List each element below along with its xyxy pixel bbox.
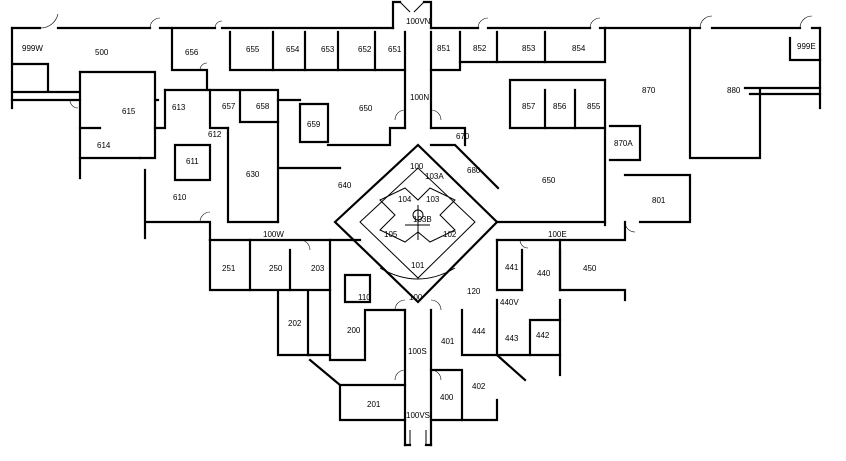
room-label-500: 500 [95, 48, 109, 57]
room-label-103: 103 [426, 195, 440, 204]
room-label-100n: 100N [410, 93, 429, 102]
room-label-670: 670 [456, 132, 470, 141]
room-label-655: 655 [246, 45, 260, 54]
room-label-853: 853 [522, 44, 536, 53]
room-label-450: 450 [583, 264, 597, 273]
room-label-250: 250 [269, 264, 283, 273]
room-label-654: 654 [286, 45, 300, 54]
room-label-100s: 100S [408, 347, 427, 356]
room-label-400: 400 [440, 393, 454, 402]
room-label-851: 851 [437, 44, 451, 53]
room-label-855: 855 [587, 102, 601, 111]
room-label-100vs: 100VS [406, 411, 430, 420]
room-label-100e: 100E [548, 230, 567, 239]
room-label-251: 251 [222, 264, 236, 273]
room-label-650-west: 650 [359, 104, 373, 113]
room-label-658: 658 [256, 102, 270, 111]
building-walls [10, 0, 822, 447]
room-label-444: 444 [472, 327, 486, 336]
room-label-105: 105 [384, 230, 398, 239]
room-label-653: 653 [321, 45, 335, 54]
room-label-402: 402 [472, 382, 486, 391]
room-label-657: 657 [222, 102, 236, 111]
room-label-651: 651 [388, 45, 402, 54]
room-label-652: 652 [358, 45, 372, 54]
room-label-613: 613 [172, 103, 186, 112]
room-label-880: 880 [727, 86, 741, 95]
room-label-120: 120 [467, 287, 481, 296]
room-label-870a: 870A [614, 139, 633, 148]
room-label-857: 857 [522, 102, 536, 111]
room-label-680: 680 [467, 166, 481, 175]
room-label-999w: 999W [22, 44, 43, 53]
room-label-442: 442 [536, 331, 550, 340]
room-label-203: 203 [311, 264, 325, 273]
room-label-801: 801 [652, 196, 666, 205]
room-label-202: 202 [288, 319, 302, 328]
room-label-630: 630 [246, 170, 260, 179]
room-labels: 100VN 999W 500 656 655 654 653 652 651 8… [22, 17, 816, 420]
room-label-100: 100 [410, 162, 424, 171]
room-label-656: 656 [185, 48, 199, 57]
room-label-101: 101 [411, 261, 425, 270]
room-label-615: 615 [122, 107, 136, 116]
room-label-610: 610 [173, 193, 187, 202]
room-label-870: 870 [642, 86, 656, 95]
center-fixtures [379, 187, 456, 280]
room-label-612: 612 [208, 130, 222, 139]
room-label-611: 611 [186, 157, 199, 166]
room-label-102: 102 [443, 230, 457, 239]
room-label-650-east: 650 [542, 176, 556, 185]
room-label-200: 200 [347, 326, 361, 335]
room-label-401: 401 [441, 337, 455, 346]
room-label-441: 441 [505, 263, 519, 272]
room-label-440: 440 [537, 269, 551, 278]
room-label-103a: 103A [425, 172, 444, 181]
room-label-640: 640 [338, 181, 352, 190]
room-label-856: 856 [553, 102, 567, 111]
room-label-100-south: 100 [409, 293, 423, 302]
room-label-854: 854 [572, 44, 586, 53]
door-swings [39, 13, 813, 381]
room-label-104: 104 [398, 195, 412, 204]
room-label-201: 201 [367, 400, 381, 409]
room-label-440v: 440V [500, 298, 519, 307]
room-label-614: 614 [97, 141, 111, 150]
room-label-443: 443 [505, 334, 519, 343]
room-label-103b: 103B [413, 215, 432, 224]
room-label-999e: 999E [797, 42, 816, 51]
room-label-852: 852 [473, 44, 487, 53]
room-label-100w: 100W [263, 230, 284, 239]
room-label-100vn: 100VN [406, 17, 431, 26]
room-label-659: 659 [307, 120, 321, 129]
room-label-110: 110 [358, 293, 371, 302]
